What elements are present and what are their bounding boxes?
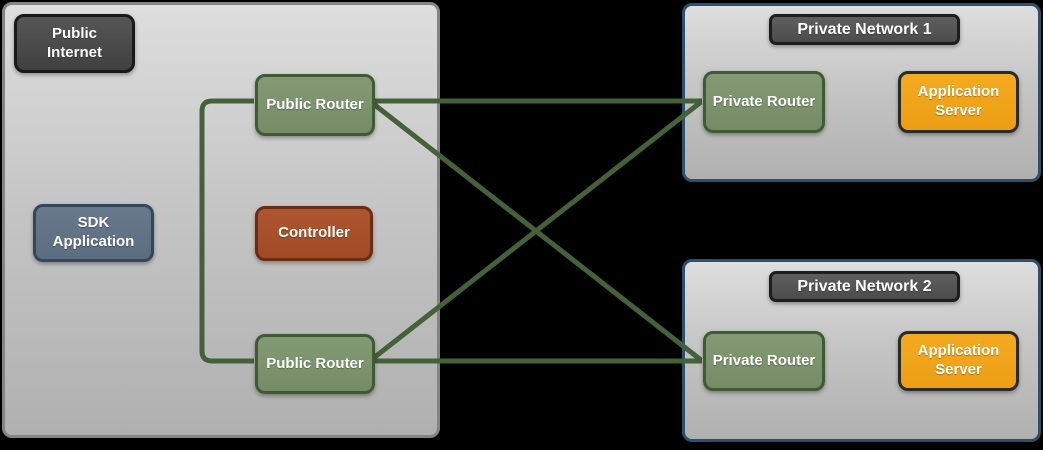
private-router-2-node: Private Router: [703, 331, 825, 391]
application-server-2-node: Application Server: [898, 331, 1019, 391]
sdk-application-node: SDK Application: [33, 204, 154, 262]
private-network-2-container: Private Network 2 Private Router Applica…: [682, 259, 1041, 442]
private-network-1-title: Private Network 1: [769, 14, 960, 45]
public-router-bottom-node: Public Router: [255, 334, 375, 394]
public-router-top-node: Public Router: [255, 74, 375, 136]
private-network-1-container: Private Network 1 Private Router Applica…: [682, 3, 1041, 182]
public-internet-label: Public Internet: [14, 14, 135, 73]
private-router-1-node: Private Router: [703, 71, 825, 133]
application-server-1-node: Application Server: [898, 71, 1019, 133]
controller-node: Controller: [255, 206, 373, 261]
private-network-2-title: Private Network 2: [769, 271, 960, 302]
public-internet-container: Public Internet SDK Application Controll…: [2, 2, 440, 438]
